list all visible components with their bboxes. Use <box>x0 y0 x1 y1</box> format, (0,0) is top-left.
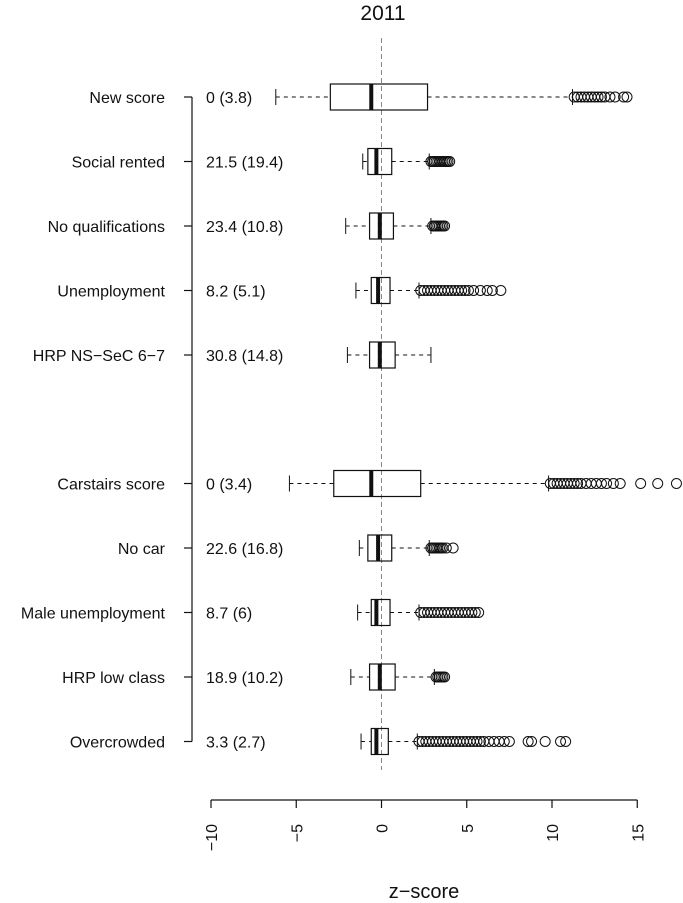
boxplot-row: No car 22.6 (16.8) <box>118 534 459 562</box>
outlier-point <box>447 542 459 554</box>
stat-label: 3.3 (2.7) <box>206 735 266 752</box>
outlier-point <box>440 542 452 554</box>
outlier-point <box>614 478 626 489</box>
box-iqr <box>333 469 422 498</box>
category-label: Male unemployment <box>21 606 166 623</box>
category-label: HRP low class <box>62 670 165 687</box>
stat-label: 0 (3.8) <box>206 90 252 107</box>
boxplot-row: HRP NS−SeC 6−7 30.8 (14.8) <box>33 341 432 369</box>
box-iqr <box>370 276 391 305</box>
category-label: HRP NS−SeC 6−7 <box>33 348 165 365</box>
outlier-point <box>439 220 451 232</box>
outlier-point <box>474 736 486 747</box>
x-tick-label: 10 <box>545 824 562 842</box>
stat-label: 22.6 (16.8) <box>206 541 283 558</box>
outlier-point <box>601 478 613 489</box>
category-label: No car <box>118 541 166 558</box>
outlier-point <box>498 736 510 747</box>
box-iqr <box>367 147 393 176</box>
category-label: New score <box>89 90 165 107</box>
outlier-point <box>459 285 471 296</box>
box-iqr <box>329 83 429 111</box>
stat-label: 18.9 (10.2) <box>206 670 283 687</box>
outlier-point <box>473 607 485 618</box>
category-label: Unemployment <box>57 284 165 301</box>
outlier-point <box>595 478 607 489</box>
outlier-point <box>595 91 607 103</box>
outlier-point <box>471 736 483 747</box>
outlier-point <box>568 478 580 489</box>
stat-label: 8.7 (6) <box>206 606 252 623</box>
boxplot-row: HRP low class 18.9 (10.2) <box>62 663 451 691</box>
outlier-point <box>555 736 567 747</box>
boxplot-row: Male unemployment 8.7 (6) <box>21 598 485 627</box>
box-iqr <box>368 341 396 369</box>
stat-label: 30.8 (14.8) <box>206 348 283 365</box>
outlier-point <box>635 478 647 489</box>
outlier-point <box>456 285 468 296</box>
x-axis: −10 −5 0 5 10 15 <box>204 799 647 851</box>
outlier-point <box>466 607 478 618</box>
boxplot-row: Carstairs score 0 (3.4) <box>57 469 682 498</box>
outlier-point <box>670 478 682 489</box>
x-tick-label: 5 <box>460 824 477 833</box>
outlier-point <box>526 736 538 747</box>
outlier-point <box>474 285 486 296</box>
category-label: Social rented <box>72 155 165 172</box>
outlier-point <box>539 736 551 747</box>
box-iqr <box>368 663 396 691</box>
outlier-point <box>439 671 451 683</box>
stat-label: 0 (3.4) <box>206 477 252 494</box>
outlier-point <box>621 91 633 103</box>
boxplot-row: No qualifications 23.4 (10.8) <box>48 212 451 240</box>
stat-label: 23.4 (10.8) <box>206 219 283 236</box>
outlier-point <box>481 285 493 296</box>
boxplot-row: Overcrowded 3.3 (2.7) <box>70 727 572 756</box>
outlier-point <box>468 285 480 296</box>
outlier-point <box>469 607 481 618</box>
outlier-point <box>604 91 616 103</box>
x-axis-label: z−score <box>389 881 460 903</box>
boxplot-row: Unemployment 8.2 (5.1) <box>57 276 507 305</box>
category-label: Overcrowded <box>70 735 165 752</box>
category-label: Carstairs score <box>57 477 165 494</box>
outlier-point <box>609 91 621 103</box>
outlier-point <box>560 736 572 747</box>
outlier-point <box>462 285 474 296</box>
boxplot-row: Social rented 21.5 (19.4) <box>72 147 456 176</box>
outlier-point <box>503 736 515 747</box>
stat-label: 21.5 (19.4) <box>206 155 283 172</box>
category-label: No qualifications <box>48 219 165 236</box>
stat-label: 8.2 (5.1) <box>206 284 266 301</box>
outlier-point <box>486 285 498 296</box>
outlier-point <box>592 91 604 103</box>
chart-title: 2011 <box>360 2 405 25</box>
outlier-point <box>618 91 630 103</box>
x-tick-label: 15 <box>630 824 647 842</box>
outlier-point <box>495 285 507 296</box>
boxplot-row: New score 0 (3.8) <box>89 83 633 111</box>
outlier-point <box>572 478 584 489</box>
outlier-point <box>652 478 664 489</box>
outlier-point <box>444 156 456 167</box>
x-tick-label: −10 <box>204 824 221 851</box>
x-tick-label: −5 <box>289 824 306 842</box>
outlier-point <box>522 736 534 747</box>
box-iqr <box>370 598 391 627</box>
x-tick-label: 0 <box>375 824 392 833</box>
box-iqr <box>370 727 389 756</box>
outlier-point <box>607 478 619 489</box>
plot-area: New score 0 (3.8) Social rented 21.5 (19.4)… <box>21 38 682 770</box>
